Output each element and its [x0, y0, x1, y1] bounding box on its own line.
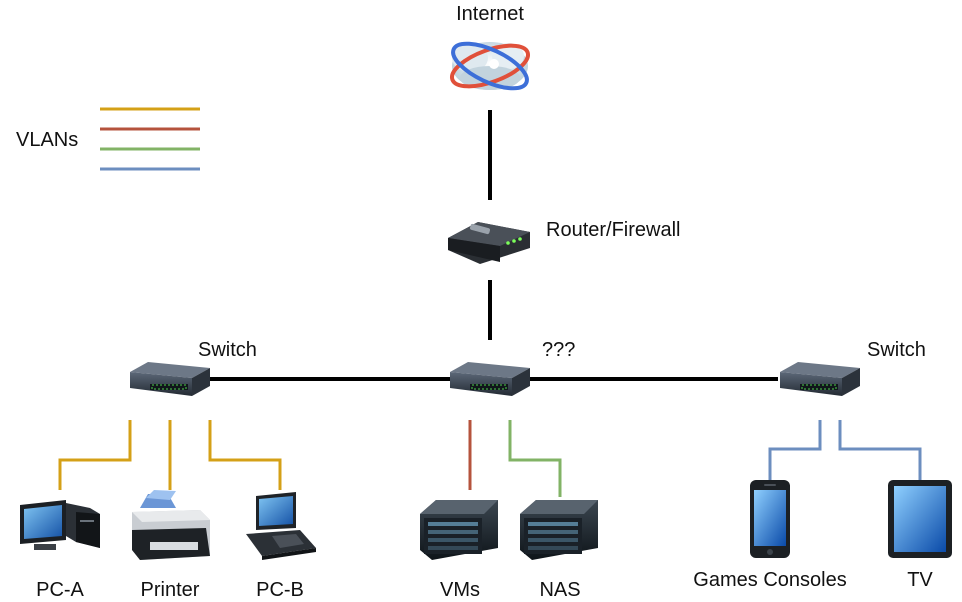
- tablet-icon: [888, 480, 952, 558]
- router-icon: [448, 222, 530, 264]
- pc-a-label: PC-A: [36, 579, 84, 601]
- vlans-legend-label: VLANs: [16, 129, 79, 151]
- vms-label: VMs: [440, 579, 480, 601]
- tv-label: TV: [907, 569, 933, 591]
- switch-right-device: [780, 362, 860, 396]
- switch-left-device: [130, 362, 210, 396]
- internet-label: Internet: [456, 3, 524, 25]
- link-switch-tablet: [838, 420, 922, 480]
- nas-label: NAS: [539, 579, 581, 601]
- switch-right-label: Switch: [867, 339, 926, 361]
- link-core-nas: [508, 420, 562, 497]
- games-consoles-label: Games Consoles: [693, 569, 847, 591]
- pc-a-desktop-computer-icon: [20, 500, 100, 550]
- printer-label: Printer: [140, 579, 200, 601]
- network-switch-icon: [130, 362, 860, 396]
- vlan-legend: [100, 107, 200, 171]
- vms-server-icon: [420, 500, 498, 560]
- smartphone-icon: [750, 480, 790, 558]
- link-switch-pc-a: [58, 420, 132, 490]
- router-label: Router/Firewall: [546, 219, 681, 241]
- nas-server-icon: [520, 500, 598, 560]
- vlan-links: [58, 420, 922, 497]
- link-switch-phone: [768, 420, 822, 480]
- printer-icon: [132, 490, 210, 560]
- pc-b-desktop-computer-icon: [246, 492, 316, 560]
- trunk-links: [210, 110, 778, 381]
- cloud-globe-icon: [450, 41, 530, 91]
- switch-middle-device: [450, 362, 530, 396]
- link-switch-pc-b: [208, 420, 282, 490]
- switch-middle-label: ???: [542, 339, 576, 361]
- switch-left-label: Switch: [198, 339, 257, 361]
- pc-b-label: PC-B: [256, 579, 304, 601]
